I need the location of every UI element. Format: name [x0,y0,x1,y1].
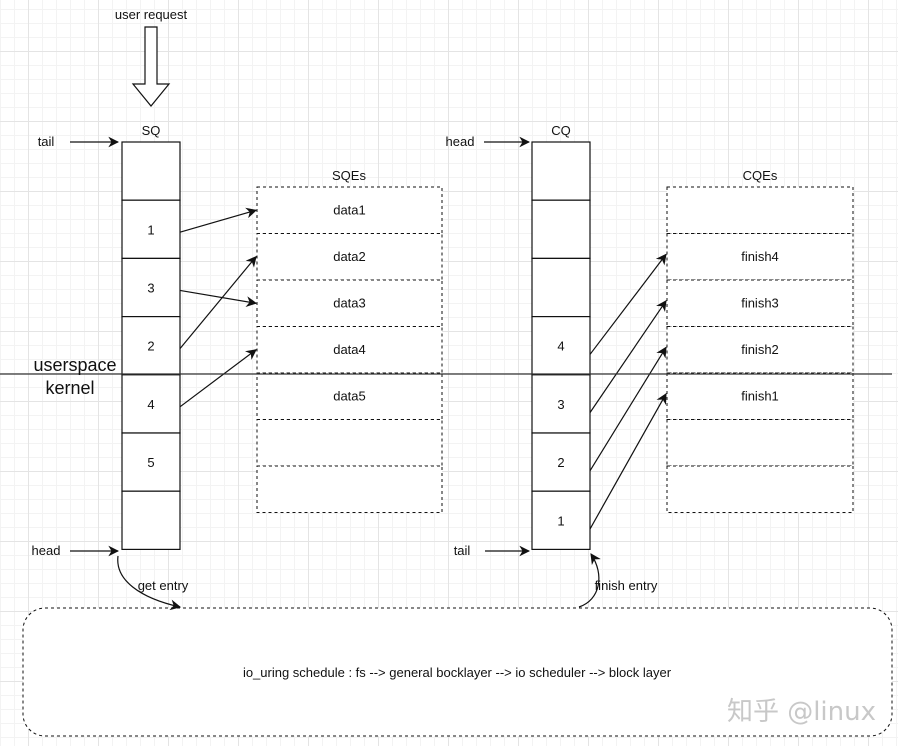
cq-slot [531,316,591,376]
user-request-label: user request [115,7,188,22]
cq-to-cqe-arrow [589,253,667,355]
sq-slot [121,374,181,434]
cq-to-cqe-arrow [589,346,667,472]
sq-slot [121,257,181,318]
sq-slot [121,432,181,492]
sq-title: SQ [142,123,161,138]
cqe-entry-label: finish4 [741,249,779,264]
sq-to-sqe-arrow [179,255,257,349]
cqe-entry-label: finish2 [741,342,779,357]
cqe-entry-label: finish1 [741,388,779,403]
kernel-label: kernel [45,378,94,398]
sqe-entry-label: data1 [333,202,366,217]
cq-slot [531,199,591,259]
get-entry-label: get entry [138,578,189,593]
cqe-entry-label: finish3 [741,295,779,310]
cq-tail-label: tail [454,543,471,558]
connector-arrows [179,207,667,530]
cq-ring: 4 3 2 1 [531,141,591,551]
sq-head-label: head [32,543,61,558]
cq-slot [531,490,591,551]
sq-slot-label: 2 [147,339,154,354]
io-uring-schedule-box [22,607,893,737]
sqe-array: data1 data2 data3 data4 data5 [256,186,443,513]
sqe-entry-label: data2 [333,249,366,264]
sq-to-sqe-arrow [179,207,258,233]
cq-title: CQ [551,123,571,138]
cqe-entry [666,186,854,234]
cq-to-cqe-arrow [589,300,667,413]
cqe-entry [666,372,854,420]
cq-head-label: head [446,134,475,149]
finish-entry-arrow [578,553,601,608]
cq-to-cqe-arrow [589,392,667,530]
sqe-entry-label: data3 [333,295,366,310]
cqe-array: finish4 finish3 finish2 finish1 [666,186,854,513]
cq-slot-label: 2 [557,455,564,470]
io-uring-schedule-text: io_uring schedule : fs --> general bockl… [243,665,672,680]
sq-tail-label: tail [38,134,55,149]
sq-slot [121,490,181,551]
sq-slot-label: 1 [147,222,154,237]
cqe-entry [666,326,854,374]
sqe-entry [256,326,443,374]
sqe-entry-label: data5 [333,388,366,403]
get-entry-arrow [117,555,182,611]
sqe-entry [256,372,443,420]
user-request-arrow-icon [131,26,171,107]
cq-slot [531,141,591,201]
sq-to-sqe-arrow [179,289,258,307]
sqe-entry-label: data4 [333,342,366,357]
sq-ring: 1 3 2 4 5 [121,141,181,551]
cq-slot [531,374,591,434]
sqe-entry [256,186,443,234]
sq-slot-label: 3 [147,281,154,296]
cq-slot-label: 4 [557,339,564,354]
cqe-entry [666,465,854,513]
sqe-entry [256,419,443,467]
sqe-entry [256,233,443,281]
cqes-title: CQEs [743,168,778,183]
sqe-entry [256,465,443,513]
watermark-text: 知乎 @linux [727,697,876,727]
cqe-entry [666,233,854,281]
sq-to-sqe-arrow [179,349,257,408]
sq-slot-label: 4 [147,397,154,412]
cqe-entry [666,419,854,467]
cq-slot [531,257,591,318]
userspace-label: userspace [33,355,116,375]
sq-slot [121,141,181,201]
cq-slot-label: 1 [557,513,564,528]
cq-slot-label: 3 [557,397,564,412]
sqes-title: SQEs [332,168,366,183]
finish-entry-label: finish entry [595,578,658,593]
sq-slot-label: 5 [147,455,154,470]
